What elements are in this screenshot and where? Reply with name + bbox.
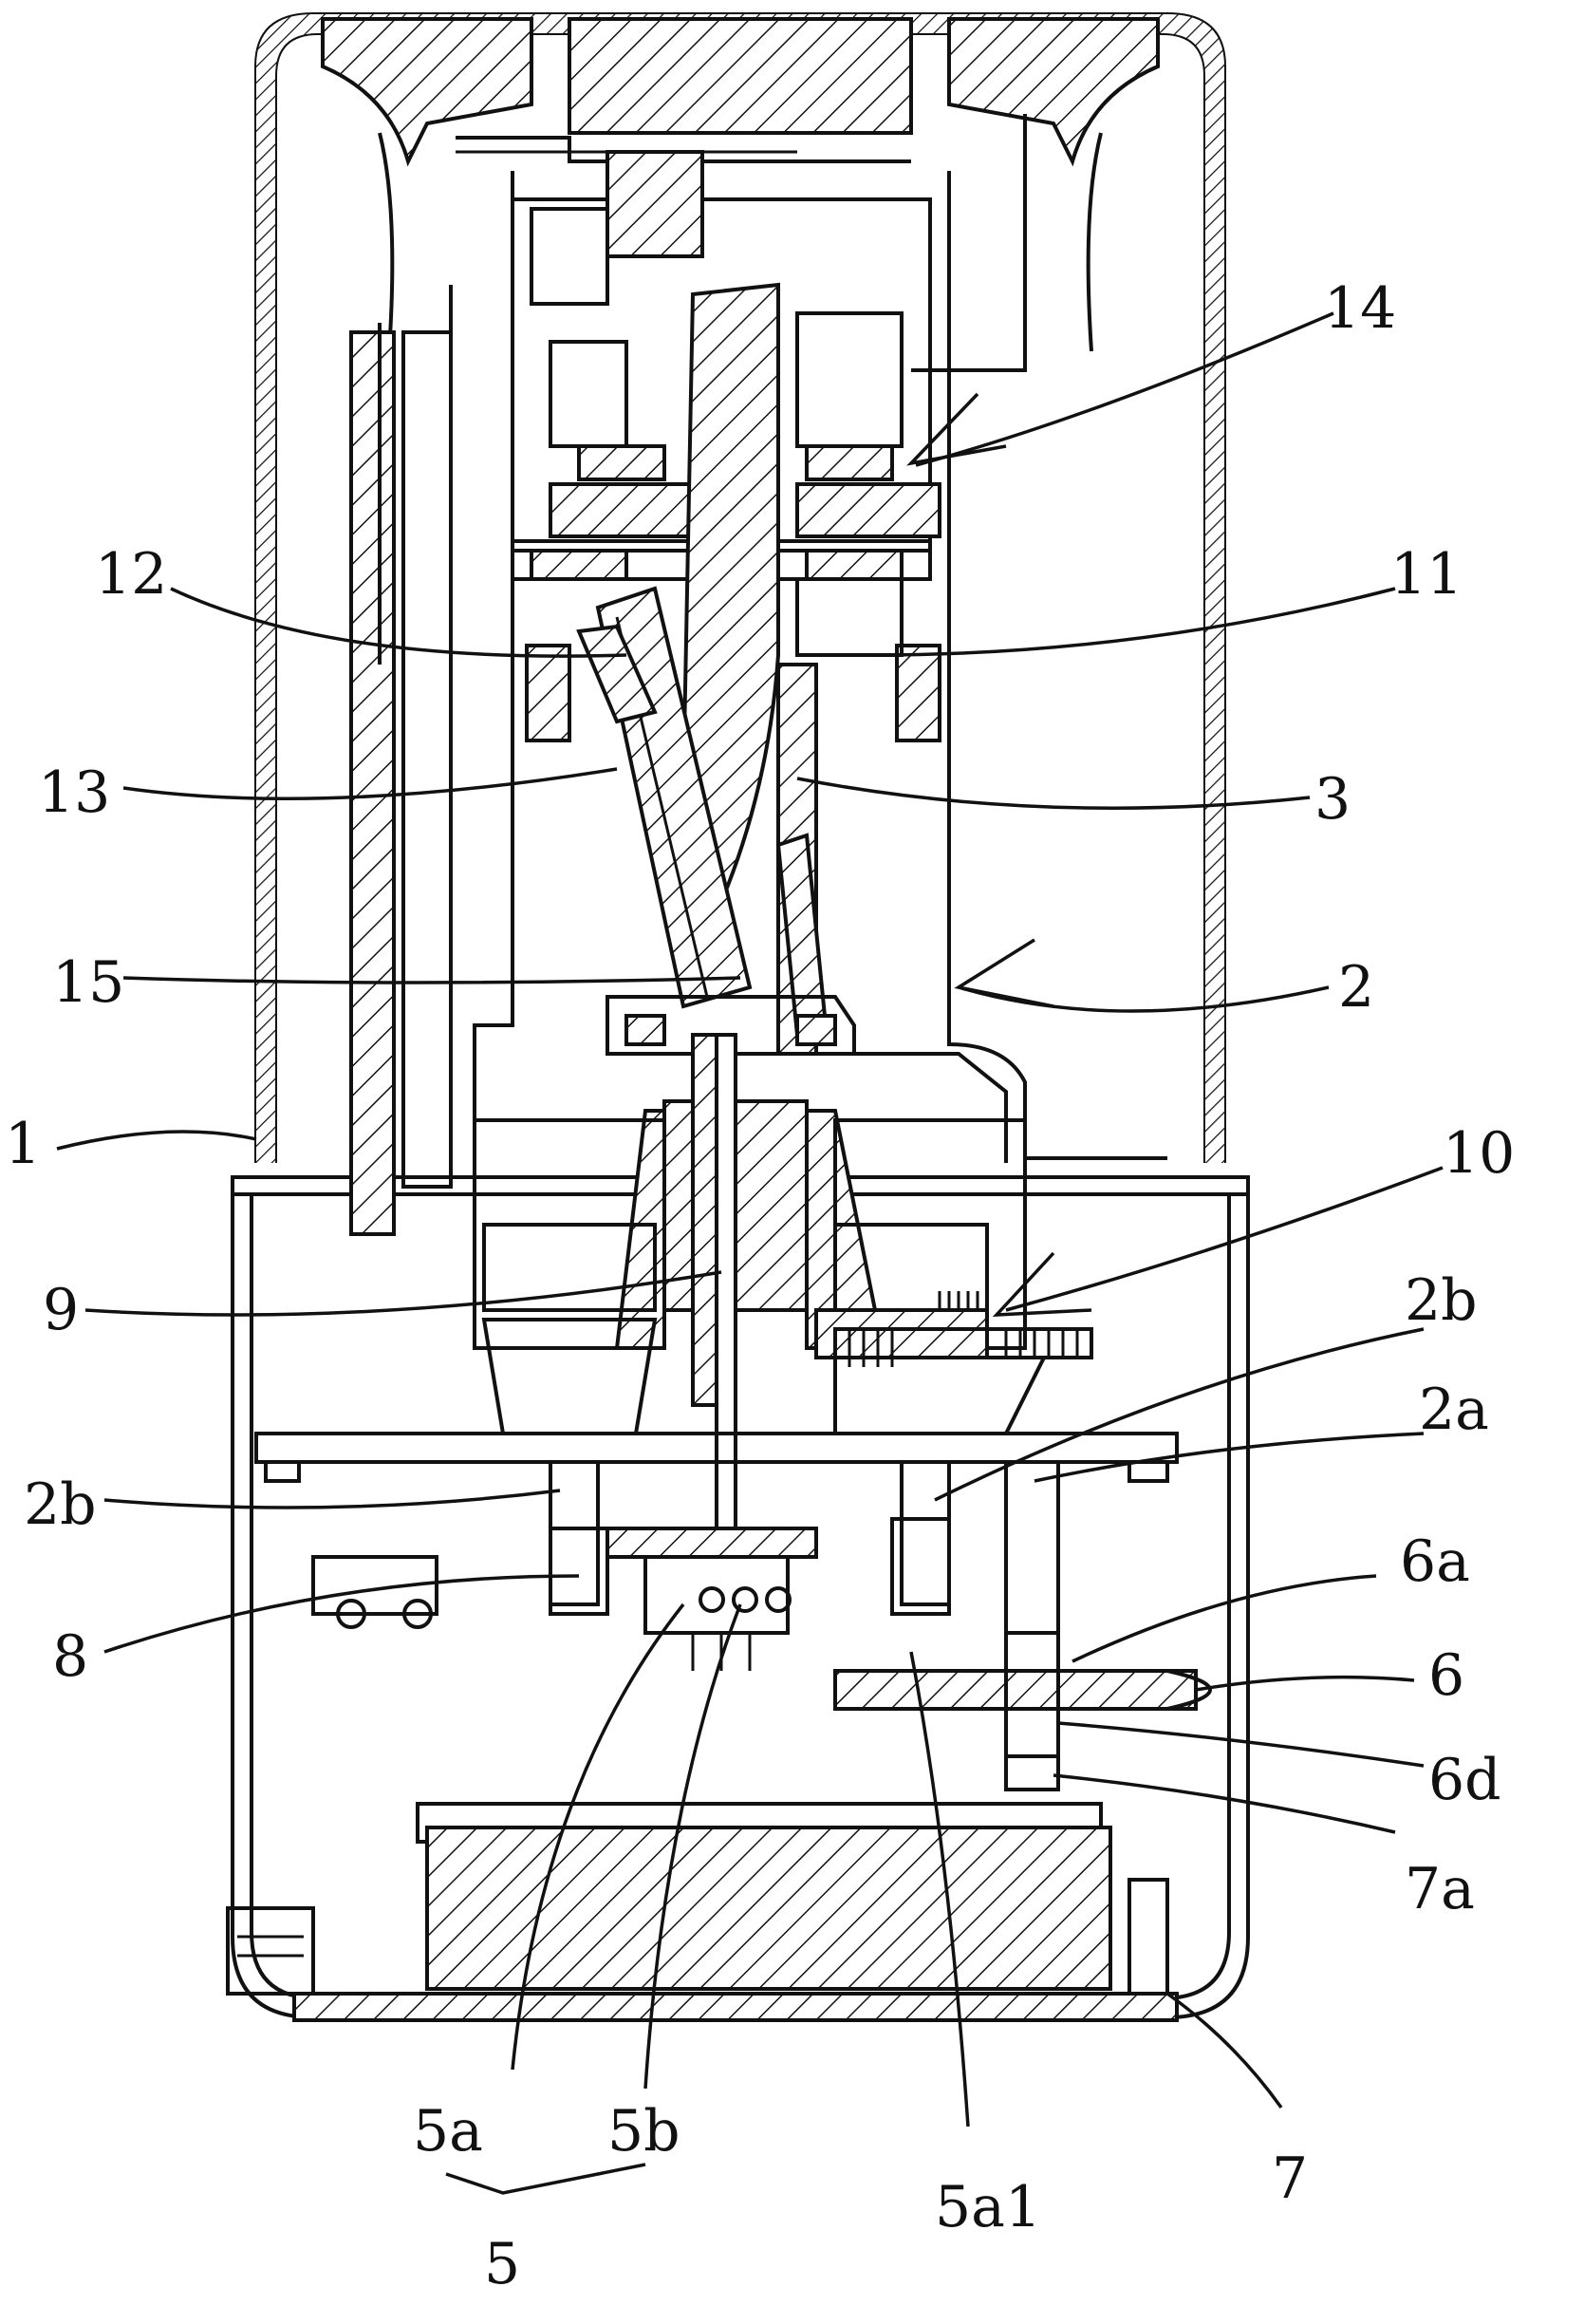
label-3: 3 [1314,766,1351,833]
label-6a: 6a [1400,1528,1470,1595]
leader-2b-right [934,1327,1425,1502]
switch-assembly-5 [311,1527,818,1671]
swing-arm-13 [576,586,753,1009]
leader-10-arrow [992,1251,1092,1317]
leader-5b [643,1603,742,2090]
label-15: 15 [52,949,124,1016]
label-9: 9 [43,1277,79,1343]
label-1: 1 [5,1111,41,1177]
leader-12 [170,587,627,658]
battery-pack [416,1802,1169,1996]
leader-2b-left [103,1489,561,1509]
gear-assembly-14 [511,150,941,553]
leader-13 [122,767,618,800]
slider-6 [833,1631,1212,1791]
leader-lines [56,311,1444,2195]
leader-7 [1165,1992,1283,2109]
label-2a: 2a [1419,1377,1489,1443]
leader-8 [103,1574,580,1654]
leader-6d [1057,1721,1425,1768]
label-5a: 5a [413,2098,483,2165]
base-plate-7 [226,1906,1179,2022]
label-7a: 7a [1405,1856,1475,1922]
leader-6 [1195,1675,1415,1692]
label-8: 8 [52,1623,88,1690]
central-hub [606,995,885,1530]
reference-labels: 14 12 11 13 3 15 2 1 10 9 2b 2a 2b 6a 8 … [5,275,1515,2297]
leader-11 [872,587,1396,657]
leader-14 [915,311,1334,467]
gear-teeth [833,1291,1079,1367]
label-5a1: 5a1 [935,2174,1041,2240]
leader-1 [56,1130,257,1151]
label-6: 6 [1428,1642,1464,1709]
leader-15 [122,976,741,984]
label-7: 7 [1272,2146,1308,2212]
group-bracket-5 [445,2163,646,2195]
label-6d: 6d [1428,1747,1501,1813]
label-14: 14 [1324,275,1396,342]
label-2: 2 [1338,954,1374,1021]
leader-2-arrow [954,938,1054,1008]
label-2b-right: 2b [1405,1267,1478,1334]
label-5b: 5b [607,2098,680,2165]
drive-shaft-3 [680,282,829,1056]
leader-5a [511,1602,685,2071]
label-12: 12 [95,541,167,608]
leader-2 [958,985,1330,1013]
label-11: 11 [1390,541,1463,608]
top-head [321,17,1160,372]
leader-6a [1072,1574,1377,1663]
upper-frame [349,171,1167,1236]
leader-10 [1005,1166,1444,1312]
leader-5a1 [909,1651,970,2127]
label-5: 5 [484,2231,520,2297]
leader-9 [84,1270,722,1317]
label-13: 13 [38,759,110,826]
label-2b-left: 2b [24,1471,97,1538]
leader-3 [796,777,1311,810]
leader-14-arrow [906,392,1007,466]
label-10: 10 [1443,1120,1515,1187]
lower-chassis [254,1432,1179,1701]
leader-7a [1053,1773,1396,1834]
leader-2a [1034,1432,1425,1483]
